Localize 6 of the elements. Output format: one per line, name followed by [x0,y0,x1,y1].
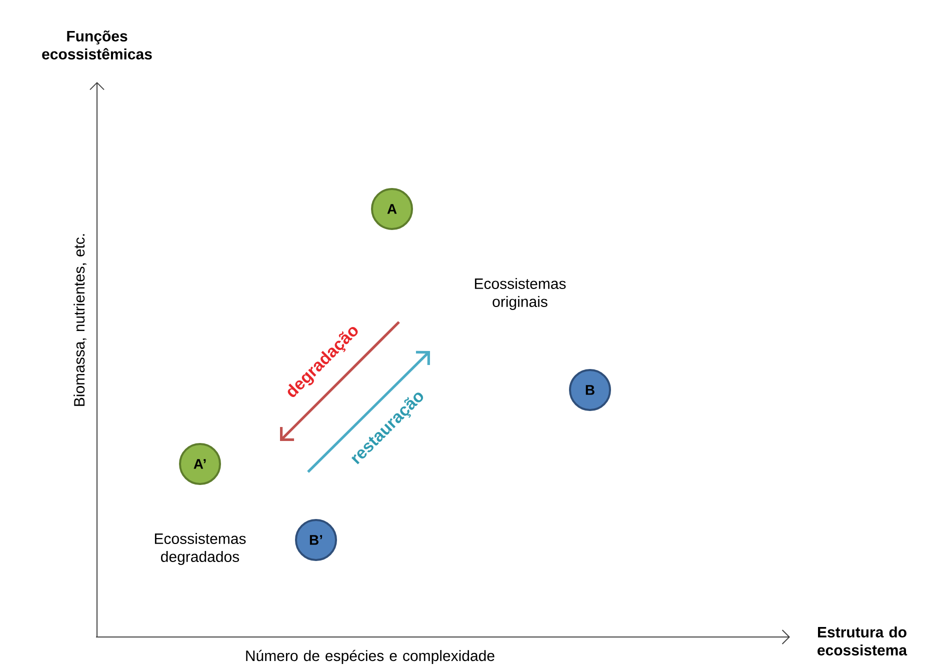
group-label: Ecossistemas degradados [154,533,246,565]
axis-title: Funções ecossistêmicas [42,30,152,60]
group-label: Ecossistemas originais [474,278,566,310]
axis-label: Biomassa, nutrientes, etc. [74,234,86,406]
axis-label: Número de espécies e complexidade [246,650,494,664]
axis-title: Estrutura do ecossistema [818,626,908,656]
